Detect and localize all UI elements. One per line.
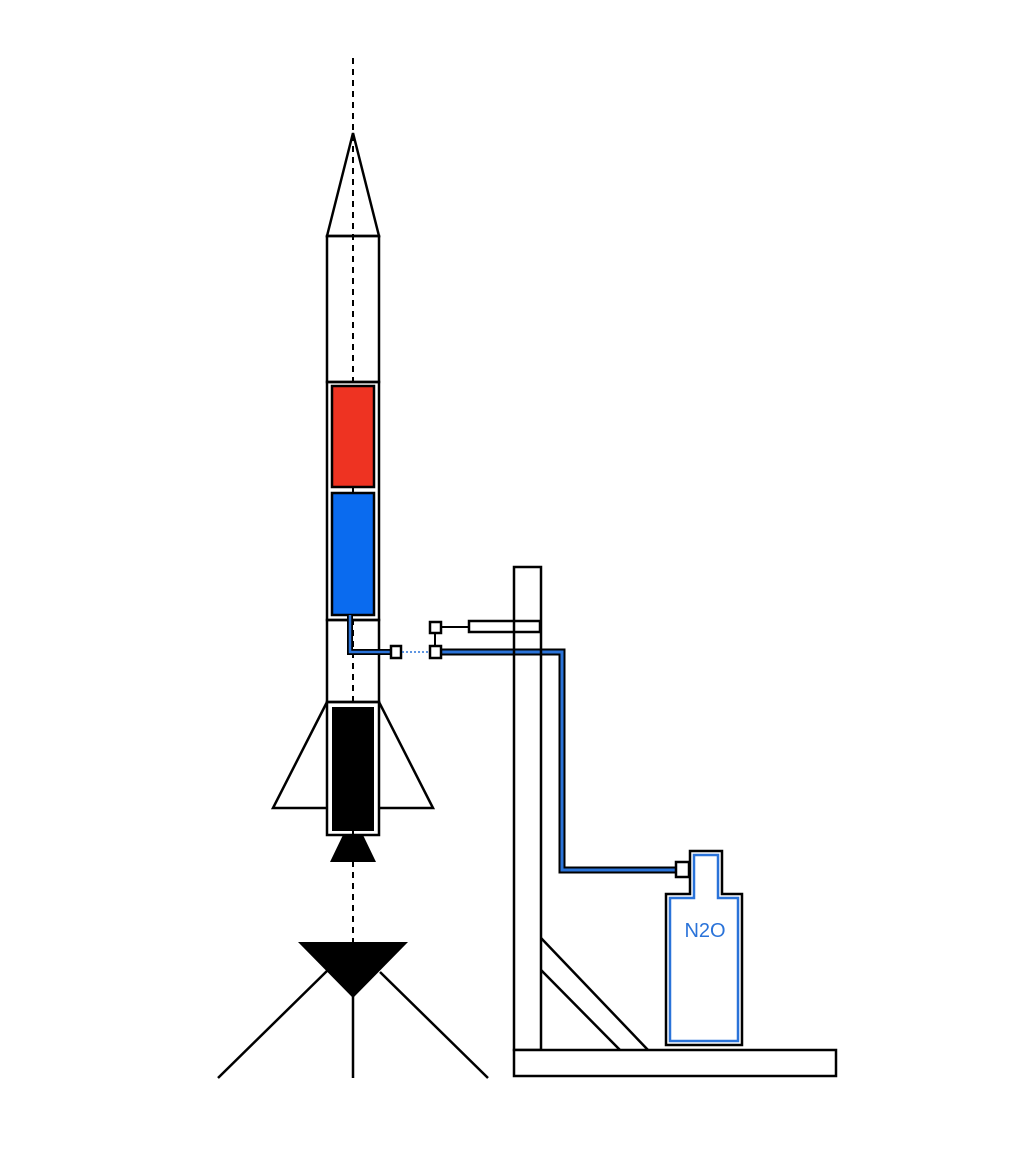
ground-connector (428, 644, 443, 660)
oxidizer-tank (330, 384, 376, 489)
external-feed-line-core (436, 650, 676, 872)
tank-label: N2O (684, 920, 725, 942)
fuel-tank (330, 491, 376, 617)
tower-base (512, 1048, 838, 1078)
nozzle (330, 835, 376, 862)
launch-stand (217, 942, 489, 1079)
stand-right-leg (379, 971, 489, 1079)
tank-valve (674, 860, 691, 879)
n2o-tank-body (664, 849, 744, 1047)
blast-deflector (298, 942, 408, 998)
rocket-connector (389, 644, 403, 660)
motor-grain (332, 707, 374, 831)
stand-left-leg (217, 967, 331, 1079)
rocket (270, 132, 436, 862)
launch-tower (512, 565, 838, 1078)
n2o-tank-inner-outline (668, 853, 740, 1043)
release-arm (467, 619, 542, 634)
n2o-tank: N2O (664, 849, 744, 1047)
left-fin (270, 701, 329, 810)
release-pin (428, 620, 443, 635)
tower-mast (512, 565, 543, 1052)
tower-brace-lower (540, 969, 621, 1051)
right-fin (377, 701, 436, 810)
external-feed-line (436, 648, 676, 874)
internal-feed-line-core (348, 615, 393, 654)
tower-brace-upper (540, 937, 649, 1051)
